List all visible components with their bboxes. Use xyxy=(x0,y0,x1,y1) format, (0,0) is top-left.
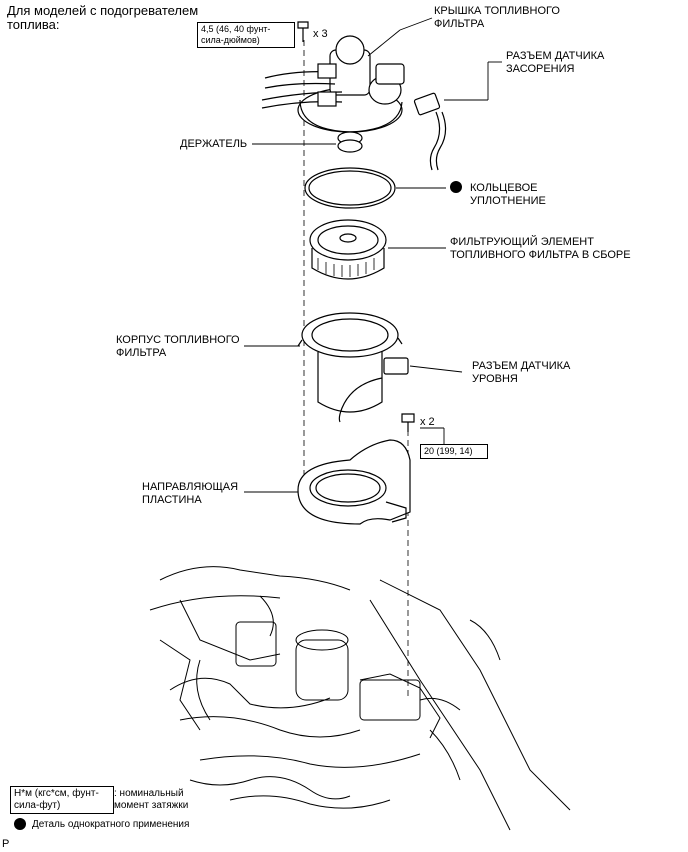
guide-plate-drawing xyxy=(297,439,411,525)
label-guide-plate-line-1: НАПРАВЛЯЮЩАЯ xyxy=(142,481,239,493)
filter-element-drawing xyxy=(309,219,387,280)
leader-lines xyxy=(244,17,502,493)
legend-nonreusable-text: Деталь однократного применения xyxy=(32,819,190,830)
legend-unit-line-2: сила-фут) xyxy=(14,800,61,811)
legend-unit-desc-line-1: : номинальный xyxy=(114,788,184,799)
label-o-ring-line-1: КОЛЬЦЕВОЕ xyxy=(470,182,538,194)
torque-box-top: 4,5 (46, 40 фунт- сила-дюймов) xyxy=(197,22,295,48)
label-filter-cover-line-2: ФИЛЬТРА xyxy=(434,18,485,30)
label-clog-sensor-line-2: ЗАСОРЕНИЯ xyxy=(506,63,575,75)
label-filter-cover-line-1: КРЫШКА ТОПЛИВНОГО xyxy=(434,5,560,17)
torque-top-line-1: 4,5 (46, 40 фунт- xyxy=(201,24,271,34)
filter-cover-drawing xyxy=(261,35,405,133)
label-filter-element-line-2: ТОПЛИВНОГО ФИЛЬТРА В СБОРЕ xyxy=(450,249,631,261)
filter-case-drawing xyxy=(297,312,409,423)
legend-nonreusable-icon xyxy=(14,818,26,830)
label-clog-sensor-line-1: РАЗЪЕМ ДАТЧИКА xyxy=(506,50,605,62)
label-filter-element-line-1: ФИЛЬТРУЮЩИЙ ЭЛЕМЕНТ xyxy=(450,236,594,248)
page-marker: P xyxy=(2,838,10,850)
label-o-ring-line-2: УПЛОТНЕНИЕ xyxy=(470,195,546,207)
quantity-top: x 3 xyxy=(313,28,328,40)
legend-unit-box: Н*м (кгс*см, фунт- сила-фут) xyxy=(10,786,114,814)
header-title: Для моделей с подогревателем топлива: xyxy=(7,4,198,32)
label-holder: ДЕРЖАТЕЛЬ xyxy=(180,138,248,150)
nonreusable-mark-icon xyxy=(450,181,462,193)
engine-bay-drawing xyxy=(149,566,571,831)
bolt-top-icon xyxy=(297,21,309,42)
legend-unit-desc-line-2: момент затяжки xyxy=(114,800,189,811)
legend-unit-line-1: Н*м (кгс*см, фунт- xyxy=(14,788,99,799)
torque-top-line-2: сила-дюймов) xyxy=(201,35,260,45)
label-o-ring: КОЛЬЦЕВОЕ УПЛОТНЕНИЕ xyxy=(470,182,546,208)
holder-drawing xyxy=(337,131,363,153)
header-line-2: топлива: xyxy=(7,17,60,32)
label-level-sensor: РАЗЪЕМ ДАТЧИКА УРОВНЯ xyxy=(472,360,570,386)
label-filter-cover: КРЫШКА ТОПЛИВНОГО ФИЛЬТРА xyxy=(434,5,560,31)
label-level-sensor-line-1: РАЗЪЕМ ДАТЧИКА xyxy=(472,360,571,372)
label-level-sensor-line-2: УРОВНЯ xyxy=(472,373,518,385)
label-clog-sensor: РАЗЪЕМ ДАТЧИКА ЗАСОРЕНИЯ xyxy=(506,50,604,76)
torque-box-bottom: 20 (199, 14) xyxy=(420,444,488,459)
label-guide-plate-line-2: ПЛАСТИНА xyxy=(142,494,202,506)
legend-unit-description: : номинальный момент затяжки xyxy=(114,788,188,812)
clog-sensor-connector-drawing xyxy=(413,92,447,171)
label-filter-case-line-2: ФИЛЬТРА xyxy=(116,347,167,359)
header-line-1: Для моделей с подогревателем xyxy=(7,3,199,18)
o-ring-drawing xyxy=(304,167,396,209)
label-guide-plate: НАПРАВЛЯЮЩАЯ ПЛАСТИНА xyxy=(142,481,238,507)
quantity-bottom: x 2 xyxy=(420,416,435,428)
bolt-bottom-icon xyxy=(401,413,415,432)
label-filter-case: КОРПУС ТОПЛИВНОГО ФИЛЬТРА xyxy=(116,334,240,360)
label-filter-element: ФИЛЬТРУЮЩИЙ ЭЛЕМЕНТ ТОПЛИВНОГО ФИЛЬТРА В… xyxy=(450,236,631,262)
label-filter-case-line-1: КОРПУС ТОПЛИВНОГО xyxy=(116,334,240,346)
